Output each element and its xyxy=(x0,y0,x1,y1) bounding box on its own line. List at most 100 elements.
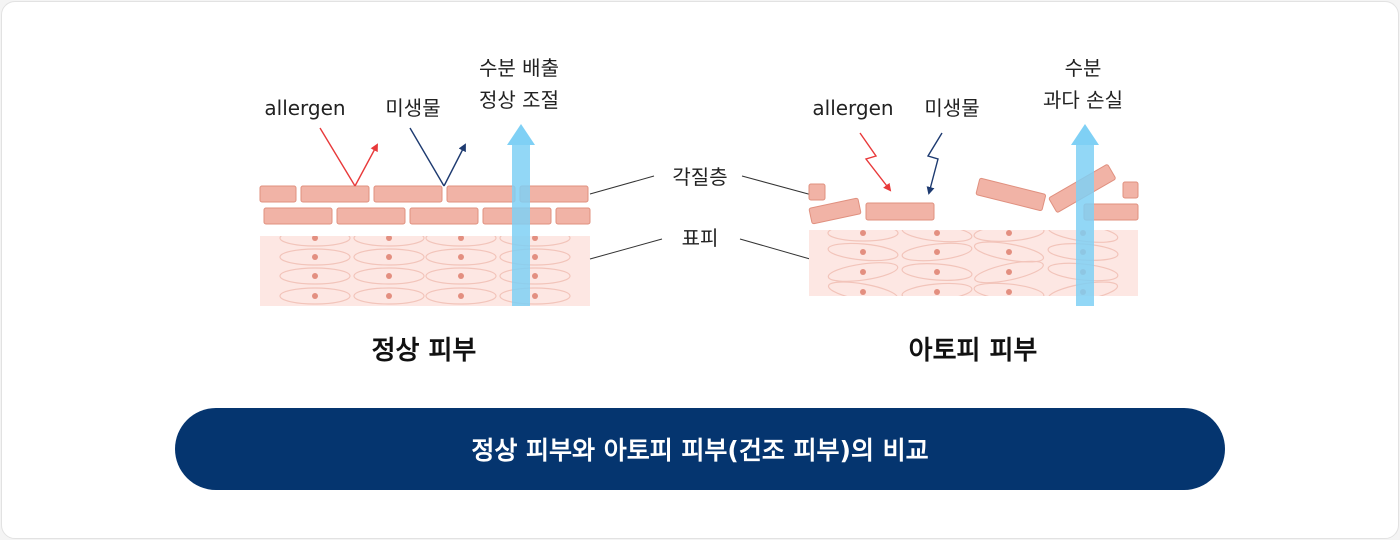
epidermis-label: 표피 xyxy=(682,226,719,250)
stratum-corneum-leader-left xyxy=(589,175,655,195)
normal-water-arrow xyxy=(507,124,535,306)
cell-nucleus xyxy=(386,273,392,279)
corneum-flake xyxy=(808,197,862,225)
epidermis-cell xyxy=(279,236,351,247)
stratum-corneum-label: 각질층 xyxy=(672,165,727,189)
epidermis-cell xyxy=(353,248,425,266)
normal-allergen-arrow xyxy=(319,127,356,187)
cell-nucleus xyxy=(934,230,940,236)
cell-nucleus xyxy=(860,249,866,255)
normal-allergen-label: allergen xyxy=(264,96,345,120)
epidermis-cell xyxy=(827,230,899,242)
epidermis-cell xyxy=(973,230,1045,242)
cell-nucleus xyxy=(1006,269,1012,275)
epidermis-cell xyxy=(425,267,497,285)
epidermis-cell xyxy=(827,242,899,262)
epidermis-cell xyxy=(353,267,425,285)
normal-skin-panel: allergen 미생물 수분 배출 정상 조절 정상 피부 xyxy=(259,56,591,366)
atopic-water-label-line1: 수분 xyxy=(1065,56,1102,80)
cell-nucleus xyxy=(458,254,464,260)
epidermis-cell xyxy=(499,267,571,285)
corneum-flake xyxy=(808,183,826,201)
epidermis-cell xyxy=(499,236,571,247)
cell-nucleus xyxy=(386,236,392,241)
normal-water-label-line2: 정상 조절 xyxy=(479,88,559,112)
atopic-water-label-line2: 과다 손실 xyxy=(1043,88,1123,112)
atopic-water-arrow xyxy=(1071,124,1099,306)
cell-nucleus xyxy=(458,236,464,241)
normal-microbe-label: 미생물 xyxy=(385,96,440,120)
epidermis-leader-left xyxy=(589,238,663,260)
epidermis-leader-right xyxy=(739,238,811,260)
epidermis-cell xyxy=(425,236,497,247)
epidermis-cell xyxy=(901,242,973,262)
epidermis-cell xyxy=(353,236,425,247)
atopic-skin-title: 아토피 피부 xyxy=(909,336,1038,366)
corneum-brick xyxy=(259,185,297,203)
epidermis-cell xyxy=(901,230,973,243)
cell-nucleus xyxy=(386,293,392,299)
cell-nucleus xyxy=(860,289,866,295)
cell-nucleus xyxy=(312,273,318,279)
epidermis-cell xyxy=(827,262,899,282)
cell-nucleus xyxy=(386,254,392,260)
atopic-stratum-corneum xyxy=(808,164,1139,225)
cell-nucleus xyxy=(458,293,464,299)
arrow-up-icon xyxy=(1076,143,1094,306)
cell-nucleus xyxy=(934,249,940,255)
arrow-up-icon xyxy=(507,124,535,145)
cell-nucleus xyxy=(312,293,318,299)
corneum-flake xyxy=(865,202,935,221)
epidermis-cell xyxy=(425,248,497,266)
cell-nucleus xyxy=(934,269,940,275)
cell-nucleus xyxy=(458,273,464,279)
epidermis-cell xyxy=(279,267,351,285)
normal-epidermis-cells xyxy=(279,236,571,305)
normal-skin-title: 정상 피부 xyxy=(372,336,477,366)
epidermis-cell xyxy=(827,281,899,296)
cell-nucleus xyxy=(860,269,866,275)
atopic-microbe-label: 미생물 xyxy=(924,96,979,120)
corneum-brick xyxy=(263,207,333,225)
cell-nucleus xyxy=(532,273,538,279)
cell-nucleus xyxy=(532,254,538,260)
cell-nucleus xyxy=(312,236,318,241)
cell-nucleus xyxy=(532,293,538,299)
zigzag-arrow-icon xyxy=(926,132,943,195)
layer-labels: 각질층 표피 xyxy=(589,165,813,260)
cell-nucleus xyxy=(1006,249,1012,255)
epidermis-cell xyxy=(973,241,1045,263)
normal-microbe-bounce xyxy=(443,143,466,187)
corneum-brick xyxy=(555,207,591,225)
cell-nucleus xyxy=(1006,289,1012,295)
banner-title: 정상 피부와 아토피 피부(건조 피부)의 비교 xyxy=(471,436,929,465)
epidermis-cell xyxy=(901,263,973,281)
corneum-brick xyxy=(336,207,406,225)
epidermis-cell xyxy=(973,282,1045,296)
normal-water-label-line1: 수분 배출 xyxy=(479,56,559,80)
atopic-skin-panel: allergen 미생물 수분 과다 손실 아토피 피부 xyxy=(808,56,1139,366)
normal-allergen-bounce xyxy=(354,143,378,187)
arrow-up-icon xyxy=(1071,124,1099,145)
corneum-flake xyxy=(975,177,1047,212)
cell-nucleus xyxy=(860,230,866,236)
corneum-brick xyxy=(519,185,589,203)
corneum-brick xyxy=(409,207,479,225)
epidermis-cell xyxy=(425,287,497,305)
corneum-brick xyxy=(446,185,516,203)
comparison-banner: 정상 피부와 아토피 피부(건조 피부)의 비교 xyxy=(175,408,1225,490)
corneum-brick xyxy=(300,185,370,203)
epidermis-cell xyxy=(499,287,571,305)
normal-microbe-arrow xyxy=(409,127,445,187)
atopic-allergen-label: allergen xyxy=(812,96,893,120)
stratum-corneum-leader-right xyxy=(741,175,813,196)
epidermis-cell xyxy=(901,282,973,296)
zigzag-arrow-icon xyxy=(859,132,892,192)
epidermis-cell xyxy=(279,248,351,266)
epidermis-cell xyxy=(353,287,425,305)
cell-nucleus xyxy=(532,236,538,241)
normal-stratum-corneum xyxy=(259,185,591,225)
arrow-up-icon xyxy=(512,143,530,306)
epidermis-cell xyxy=(279,287,351,305)
